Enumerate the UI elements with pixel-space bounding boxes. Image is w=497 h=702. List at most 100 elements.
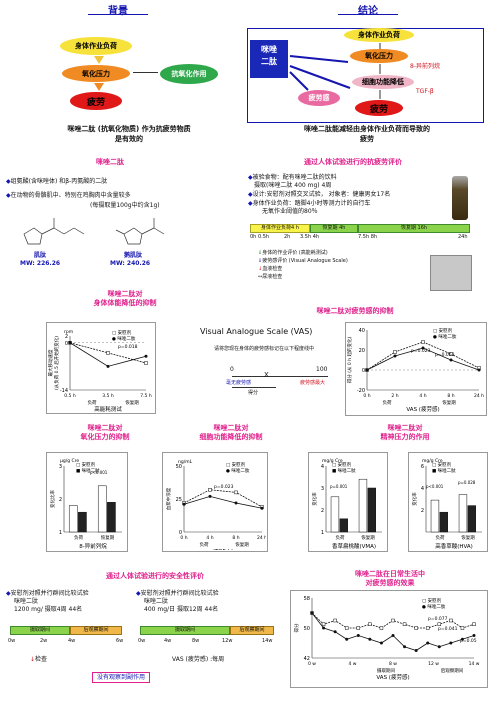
x-group-label: 恢复期	[442, 399, 456, 406]
data-point-imidazole	[421, 346, 425, 350]
data-point-imidazole	[449, 641, 453, 645]
y-tick-label: 0	[362, 368, 365, 374]
y-tick-label: 1	[321, 530, 324, 536]
conclusion-header: 结论	[358, 6, 378, 17]
x-tick-label: 24 h	[474, 393, 484, 399]
legend-entry: ● 咪唑二肽	[433, 333, 457, 340]
tl2-tick: 14w	[262, 638, 273, 644]
y-tick-label: 3	[321, 486, 324, 492]
y-tick-label: 40	[359, 328, 365, 334]
tl2-tick: 12w	[222, 638, 233, 644]
data-point-imidazole	[391, 634, 395, 637]
x-group-label: 负荷	[383, 399, 392, 406]
cell-title: 咪唑二肽对细胞功能降低的抑制	[199, 424, 263, 441]
x-axis-label: 香草扁桃酸(VMA)	[332, 542, 376, 550]
y-tick-label: 20	[359, 348, 365, 354]
x-tick-label: 0 h	[180, 535, 187, 541]
fatigue-label: 疲劳	[86, 97, 105, 108]
p-value-label: p=0.05	[460, 638, 477, 644]
imidazole-box: 咪唑二肽	[250, 40, 288, 78]
x-tick-label: 8 h	[447, 393, 454, 399]
daily-title: 咪唑二肽在日常生活中对疲劳感的效果	[355, 570, 425, 587]
timeline-load-bar: 身体作业负荷4 h	[250, 224, 310, 233]
vas-title: Visual Analogue Scale (VAS)	[200, 327, 313, 336]
x-tick-label: 负荷	[436, 534, 445, 541]
bar-imidazole	[107, 502, 116, 533]
y-tick-label: 2	[59, 497, 62, 503]
y-tick-label: 4	[321, 464, 324, 470]
hva-chart-frame	[408, 452, 488, 552]
vma-chart: 4321负荷恢复期□ 安慰剂■ 咪唑二肽p=0.001变化率mg/g Cre香草…	[311, 458, 382, 550]
x-tick-label: 3.5 h	[102, 393, 114, 399]
legend-entry: □ 安慰剂	[422, 597, 442, 604]
legend-entry: ■ 咪唑二肽	[76, 467, 100, 474]
data-point-imidazole	[345, 637, 349, 641]
oxstress-chart: 321负荷恢复期□ 安慰剂■ 咪唑二肽p<0.001变化比率μg/g Cre8-…	[49, 458, 122, 550]
x-axis-label: 8-异前列烷	[79, 542, 107, 550]
data-point-placebo	[379, 626, 384, 630]
timeline-recovery1-bar: 恢复期 4h	[310, 224, 358, 233]
data-point-placebo	[333, 618, 337, 623]
tl2-vas-weekly: VAS (疲劳感) :每周	[172, 656, 225, 663]
p-value-label: p=0.077	[428, 616, 448, 622]
y-tick-label: 0	[179, 530, 182, 536]
data-point-imidazole	[393, 354, 397, 358]
data-point-placebo	[460, 626, 465, 630]
left-caption: 咪唑二肽 (抗氧化物质) 作为抗疲劳物质是有效的	[67, 125, 191, 143]
trial-b3: ◆身体作业负荷：踏脚4小时等测力计的自行车	[248, 200, 371, 207]
x-group-label: 负荷	[88, 399, 97, 406]
trial-b1b: 摄取(咪唑二肽 400 mg) 4周	[254, 182, 332, 189]
x-group-label: 摄取期间	[377, 667, 395, 674]
data-point-placebo	[234, 490, 238, 495]
x-group-label: 恢复期	[235, 541, 249, 548]
legend-entry: □ 安慰剂	[112, 329, 132, 336]
x-tick-label: 负荷	[336, 534, 345, 541]
data-point-placebo	[449, 618, 453, 623]
x-tick-label: 14 w	[469, 661, 480, 667]
y-axis-label: 得分	[293, 623, 300, 632]
header-underline	[338, 14, 398, 15]
bar-imidazole	[78, 511, 87, 533]
data-point-placebo	[437, 622, 442, 626]
vas-zero: 0	[230, 366, 234, 373]
x-tick-label: 8 h	[232, 535, 239, 541]
series-line-imidazole	[183, 495, 263, 509]
data-point-placebo	[344, 626, 349, 630]
data-point-placebo	[393, 350, 397, 354]
carnosine-mw: MW: 226.26	[20, 260, 61, 267]
burden-label: 身体作业负荷	[75, 42, 117, 50]
vas-score-label: 得分	[248, 390, 259, 396]
y-tick-label: 2	[321, 508, 324, 514]
data-point-placebo	[449, 352, 453, 356]
x-group-label: 恢复期	[125, 399, 139, 406]
legend-physical: ⇓身体的作业评价 (高能耗测试)	[258, 250, 328, 256]
vas-hundred: 100	[316, 366, 328, 373]
y-tick-label: 25	[176, 497, 182, 503]
arrow-down-icon	[94, 56, 104, 64]
timeline-recovery2-bar: 恢复期 16h	[358, 224, 470, 233]
trial-b2: ◆设计:安慰剂对照交叉试验， 对象者：健康男女17名	[248, 191, 391, 198]
carnosine-name: 肌肽	[34, 252, 47, 259]
fatigue-feel-label: 疲劳感	[308, 94, 330, 102]
data-point-imidazole	[472, 634, 476, 637]
data-point-placebo	[208, 488, 212, 492]
data-point-placebo	[472, 622, 476, 626]
vas-mark: X	[264, 371, 269, 379]
safety-s1a: ◆安慰剂对照并行群间比较试验	[6, 590, 89, 597]
data-point-imidazole	[460, 637, 464, 641]
x-group-label: 后观察期间	[441, 667, 464, 674]
legend-entry: ■ 咪唑二肽	[432, 467, 456, 474]
vas-left-label: 毫无疲劳感	[226, 380, 252, 386]
data-point-imidazole	[68, 341, 72, 345]
data-point-placebo	[106, 351, 110, 355]
legend-entry: ■ 咪唑二肽	[332, 467, 356, 474]
data-point-imidazole	[379, 641, 383, 645]
legend-entry: □ 安慰剂	[433, 327, 453, 334]
x-tick-label: 4 h	[419, 393, 426, 399]
antiox-label: 抗氧化作用	[171, 70, 207, 78]
hva-chart: 642负荷恢复期□ 安慰剂■ 咪唑二肽p<0.001p=0.028变化率mg/g…	[411, 458, 482, 550]
tl2-tick: 8w	[192, 638, 200, 644]
legend-urine: ↔尿液检查	[258, 274, 283, 280]
